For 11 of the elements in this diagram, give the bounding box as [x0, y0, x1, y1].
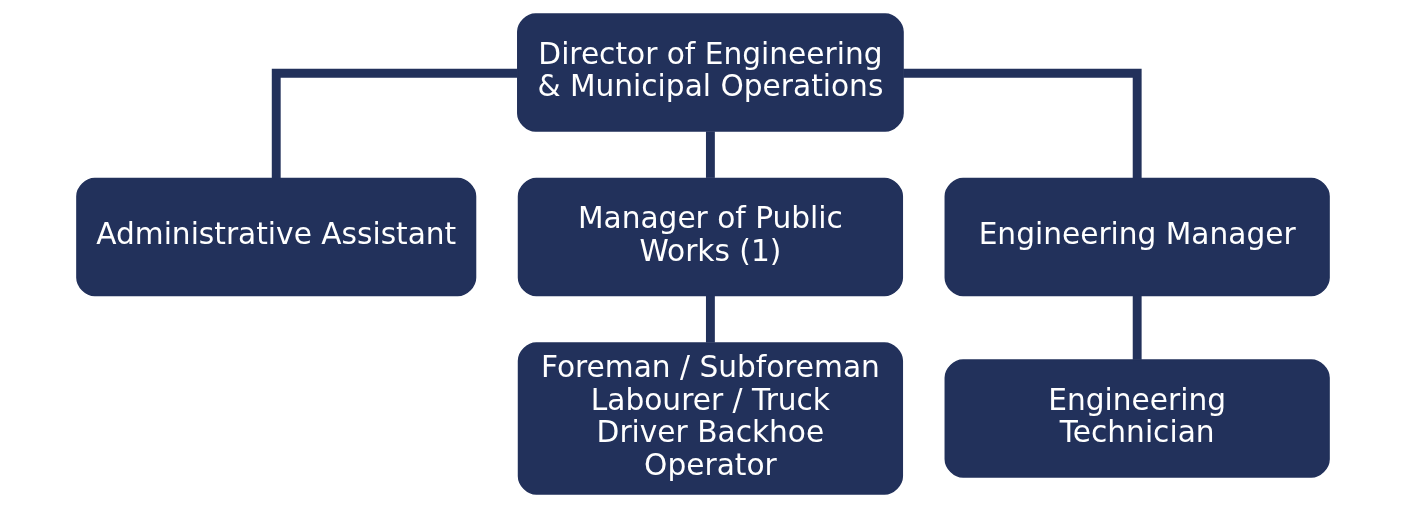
node-box: Foreman / Subforeman Labourer / Truck Driver Backhoe Operator — [517, 342, 904, 495]
connector — [903, 68, 1142, 179]
node-box: Director of Engineering & Municipal Operations — [517, 13, 904, 132]
node-box: Manager of Public Works (1) — [517, 177, 904, 297]
connector — [1132, 295, 1142, 360]
node-box: Engineering Manager — [944, 177, 1330, 297]
connector — [705, 131, 715, 178]
node-box: Engineering Technician — [944, 359, 1330, 478]
connector — [271, 68, 518, 179]
connector — [705, 295, 715, 343]
node-box: Administrative Assistant — [76, 177, 477, 297]
